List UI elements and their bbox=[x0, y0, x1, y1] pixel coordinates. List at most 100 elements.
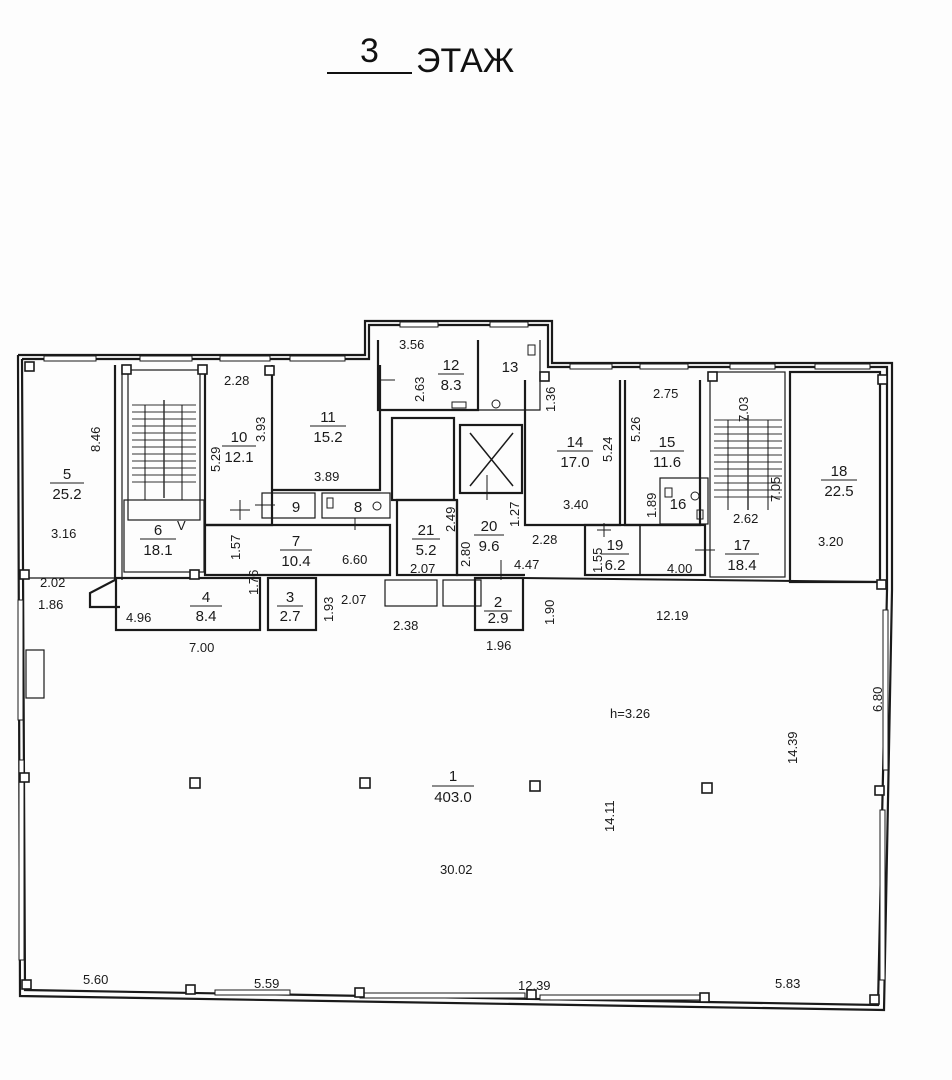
dim-label: 3.56 bbox=[399, 337, 424, 352]
dim-label: 1.96 bbox=[486, 638, 511, 653]
dim-label: 2.02 bbox=[40, 575, 65, 590]
room-20-area: 9.6 bbox=[479, 538, 500, 555]
interior-walls bbox=[20, 340, 886, 632]
exterior-walls bbox=[16, 319, 894, 1012]
dim-label: 1.93 bbox=[321, 597, 336, 622]
window bbox=[43, 355, 97, 362]
room-1-number: 1 bbox=[449, 768, 457, 785]
room-10-area: 12.1 bbox=[224, 449, 253, 466]
column bbox=[189, 777, 201, 789]
column bbox=[19, 772, 30, 783]
dim-label: 6.80 bbox=[870, 687, 885, 712]
window bbox=[219, 355, 271, 362]
dim-label: 5.83 bbox=[775, 976, 800, 991]
column bbox=[21, 979, 32, 990]
room-11-area: 15.2 bbox=[313, 429, 342, 446]
vent-shaft bbox=[442, 579, 482, 607]
dim-label: 7.03 bbox=[736, 397, 751, 422]
room-15-number: 15 bbox=[659, 434, 676, 451]
dim-label: 8.46 bbox=[88, 427, 103, 452]
window bbox=[139, 355, 193, 362]
stair-treads-left bbox=[132, 400, 196, 500]
dim-label: 12.19 bbox=[656, 608, 689, 623]
room-12-number: 12 bbox=[443, 357, 460, 374]
room-17-area: 18.4 bbox=[727, 557, 756, 574]
room-21-area: 5.2 bbox=[416, 542, 437, 559]
room-14-number: 14 bbox=[567, 434, 584, 451]
room-2-area: 2.9 bbox=[488, 610, 509, 627]
window bbox=[539, 994, 701, 1001]
column bbox=[197, 364, 208, 375]
column bbox=[121, 364, 132, 375]
room-7-area: 10.4 bbox=[281, 553, 310, 570]
room-18-number: 18 bbox=[831, 463, 848, 480]
dim-label: 1.55 bbox=[590, 548, 605, 573]
dim-label: 3.89 bbox=[314, 469, 339, 484]
dim-label: 2.62 bbox=[733, 511, 758, 526]
dim-label: 5.24 bbox=[600, 437, 615, 462]
window bbox=[879, 809, 886, 981]
dim-label: 2.07 bbox=[410, 561, 435, 576]
room-3-outline bbox=[266, 576, 318, 632]
window bbox=[882, 609, 889, 771]
radiator bbox=[25, 649, 45, 699]
column bbox=[354, 987, 365, 998]
window bbox=[729, 363, 776, 370]
dim-label: 2.80 bbox=[458, 542, 473, 567]
room-14-area: 17.0 bbox=[560, 454, 589, 471]
vent-shaft bbox=[384, 579, 438, 607]
structural-columns bbox=[19, 361, 888, 1005]
floor-title: 3 ЭТАЖ bbox=[327, 32, 514, 80]
column bbox=[869, 994, 880, 1005]
core-shaft-left bbox=[390, 416, 456, 502]
dim-label: 1.86 bbox=[38, 597, 63, 612]
room-18-area: 22.5 bbox=[824, 483, 853, 500]
dim-label: 12.39 bbox=[518, 978, 551, 993]
column bbox=[539, 371, 550, 382]
window bbox=[814, 363, 871, 370]
column bbox=[526, 989, 537, 1000]
room-10-number: 10 bbox=[231, 429, 248, 446]
stair-mark-v: V bbox=[177, 518, 186, 533]
room-12-area: 8.3 bbox=[441, 377, 462, 394]
column bbox=[699, 992, 710, 1003]
column bbox=[876, 579, 887, 590]
dim-label: 1.36 bbox=[543, 387, 558, 412]
column bbox=[189, 569, 200, 580]
ceiling-height: h=3.26 bbox=[610, 706, 650, 721]
room-6-number: 6 bbox=[154, 522, 162, 539]
dim-label: 14.39 bbox=[785, 731, 800, 764]
dim-label: 5.59 bbox=[254, 976, 279, 991]
room-3-area: 2.7 bbox=[280, 608, 301, 625]
dim-label: 5.26 bbox=[628, 417, 643, 442]
stair-treads-right bbox=[714, 415, 782, 510]
door-marks bbox=[230, 379, 715, 580]
dim-label: 1.90 bbox=[542, 600, 557, 625]
dim-label: 4.96 bbox=[126, 610, 151, 625]
room-4-number: 4 bbox=[202, 589, 210, 606]
window bbox=[359, 992, 526, 999]
room-9-number: 9 bbox=[292, 499, 300, 516]
room-4-area: 8.4 bbox=[196, 608, 217, 625]
dimension-labels: 3.56 2.28 3.89 3.16 2.02 1.86 4.96 7.00 … bbox=[38, 337, 843, 993]
room-16-number: 16 bbox=[670, 496, 687, 513]
room-15-area: 11.6 bbox=[653, 454, 681, 471]
room-13-number: 13 bbox=[502, 359, 519, 376]
dim-label: 3.20 bbox=[818, 534, 843, 549]
window bbox=[569, 363, 613, 370]
dim-label: 7.00 bbox=[189, 640, 214, 655]
column bbox=[874, 785, 885, 796]
dim-label: 30.02 bbox=[440, 862, 473, 877]
dim-label: 3.93 bbox=[253, 417, 268, 442]
column bbox=[707, 371, 718, 382]
dim-label: 1.57 bbox=[228, 535, 243, 560]
column bbox=[359, 777, 371, 789]
dim-label: 1.89 bbox=[644, 493, 659, 518]
dim-label: 2.28 bbox=[532, 532, 557, 547]
room-2-number: 2 bbox=[494, 594, 502, 611]
dim-label: 5.60 bbox=[83, 972, 108, 987]
dim-label: 7.05 bbox=[768, 477, 783, 502]
window bbox=[18, 759, 25, 961]
dim-label: 1.27 bbox=[507, 502, 522, 527]
